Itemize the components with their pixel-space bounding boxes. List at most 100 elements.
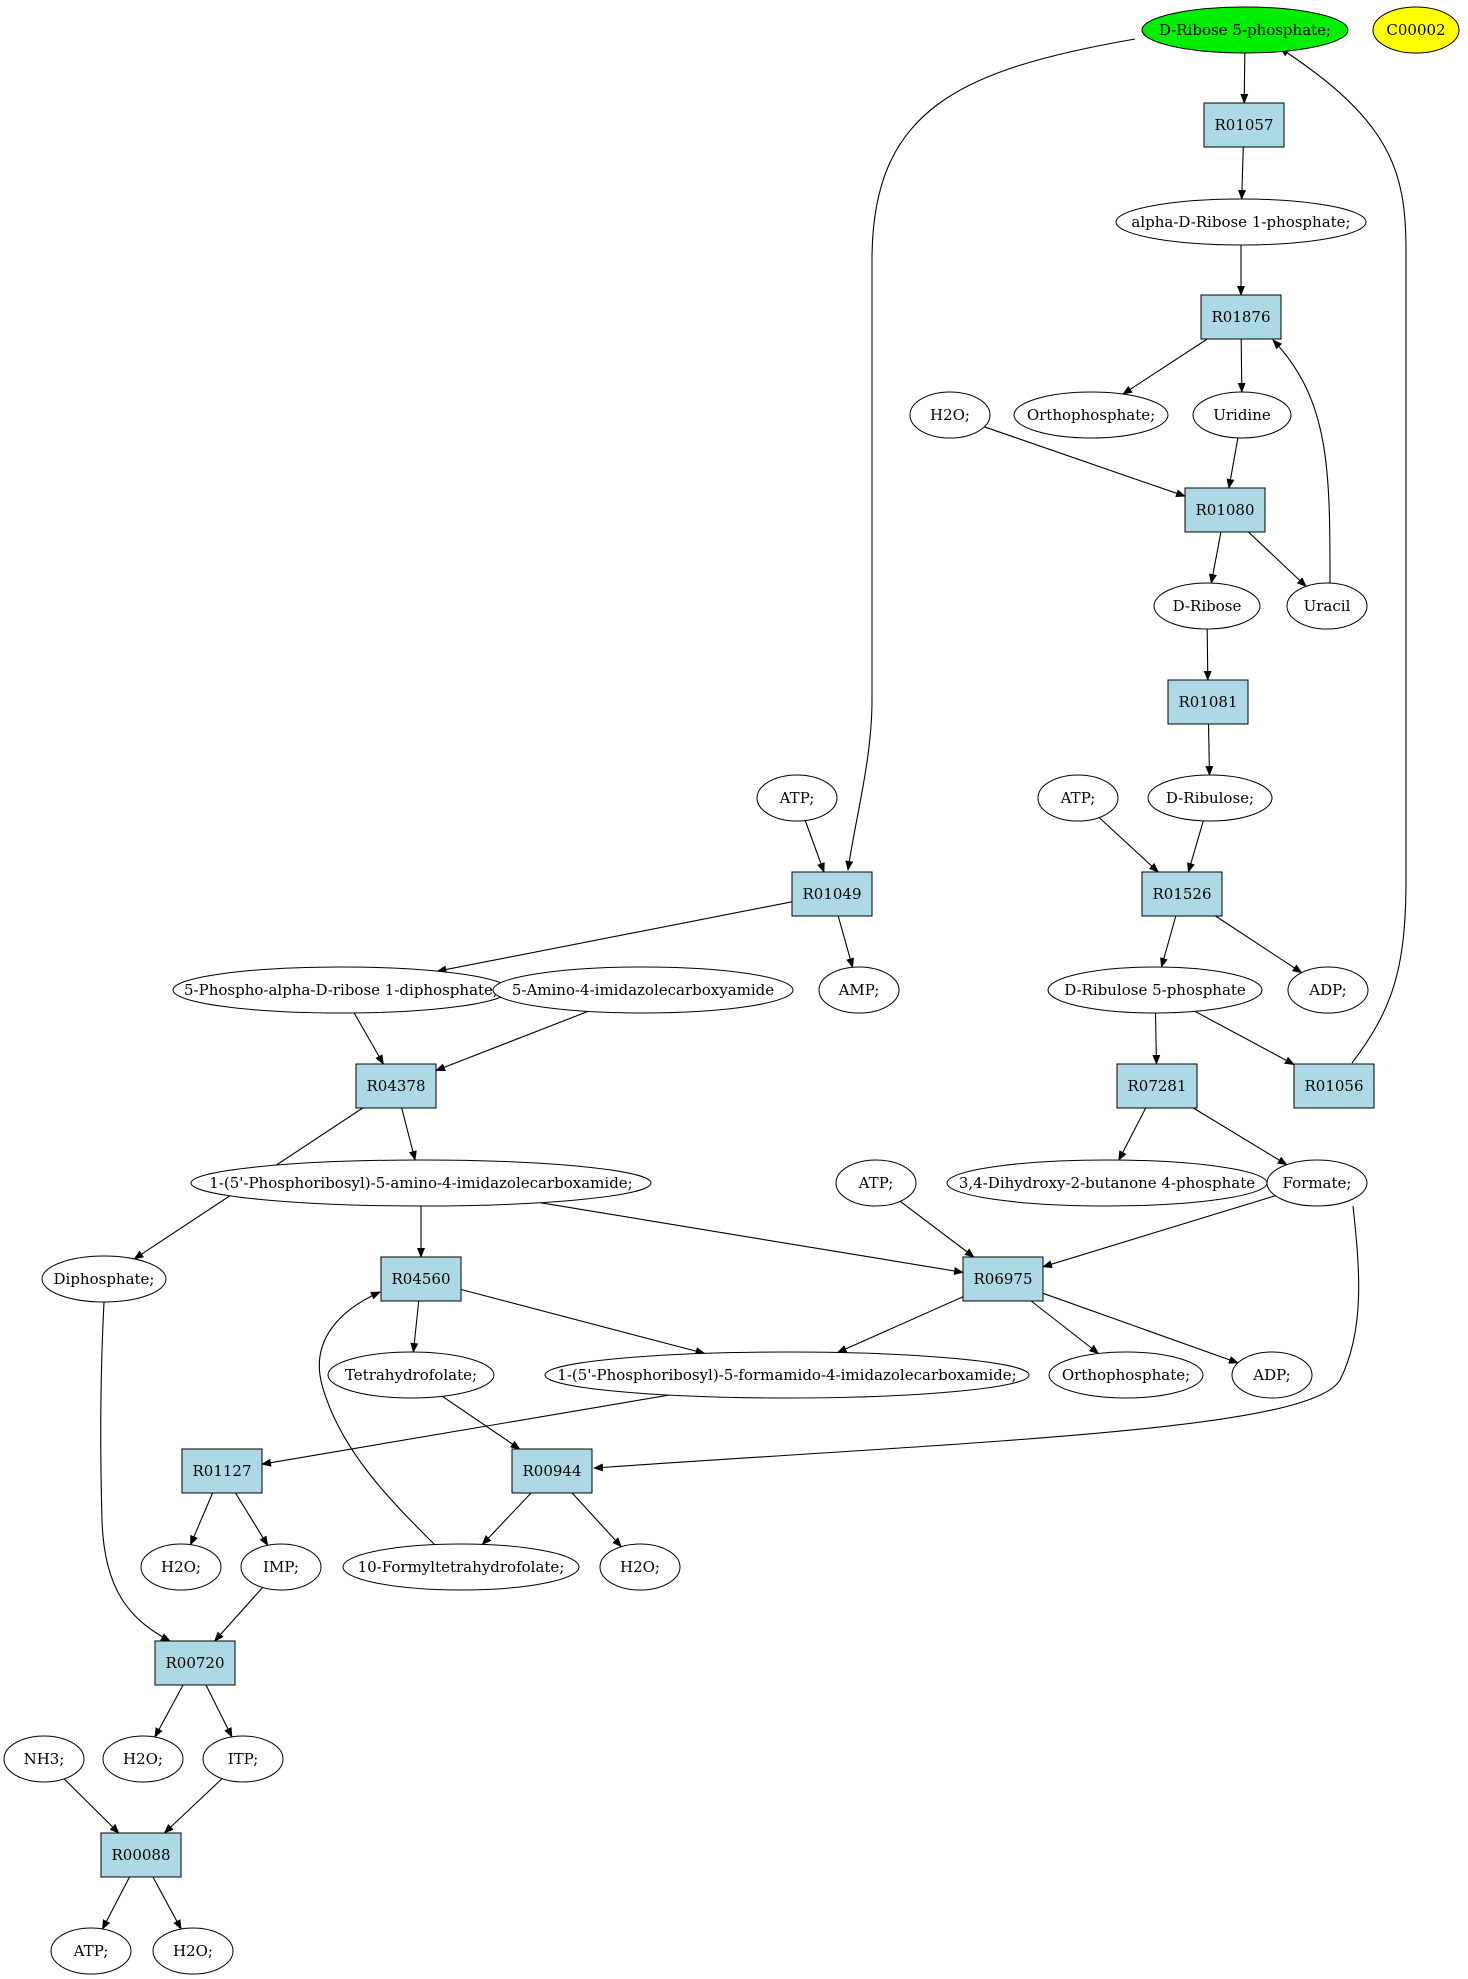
reaction-node-r00720[interactable]: R00720 <box>154 1640 236 1686</box>
reaction-box <box>1167 679 1249 725</box>
compound-node-uracil[interactable]: Uracil <box>1286 582 1368 630</box>
reaction-node-r01526[interactable]: R01526 <box>1141 871 1223 917</box>
compound-ellipse <box>102 1735 184 1783</box>
reaction-node-r00088[interactable]: R00088 <box>100 1832 182 1878</box>
reaction-box <box>181 1448 263 1494</box>
node-label: R01081 <box>1178 693 1237 711</box>
reaction-node-r04560[interactable]: R04560 <box>380 1256 462 1302</box>
compound-ellipse <box>1372 6 1460 54</box>
compound-node-d_ribulose_5p[interactable]: D-Ribulose 5-phosphate <box>1047 966 1263 1014</box>
compound-node-atp_2[interactable]: ATP; <box>1037 774 1119 822</box>
compound-node-uridine[interactable]: Uridine <box>1192 391 1292 439</box>
node-label: 5-Amino-4-imidazolecarboxyamide <box>512 981 774 999</box>
reaction-node-r00944[interactable]: R00944 <box>511 1448 593 1494</box>
edge-r01056-to-d_ribose_5p <box>1279 47 1407 1064</box>
compound-node-c00002[interactable]: C00002 <box>1372 6 1460 54</box>
compound-node-a_d_ribose_1p[interactable]: alpha-D-Ribose 1-phosphate; <box>1115 198 1367 246</box>
edge-r01049-to-prpp <box>436 901 793 974</box>
reaction-node-r01049[interactable]: R01049 <box>791 871 873 917</box>
node-label: R04378 <box>366 1077 425 1095</box>
compound-node-itp[interactable]: ITP; <box>202 1735 284 1783</box>
compound-ellipse <box>1141 6 1349 54</box>
compound-node-formyl_thf[interactable]: 10-Formyltetrahydrofolate; <box>342 1543 580 1591</box>
compound-ellipse <box>1047 966 1263 1014</box>
compound-node-dhbp[interactable]: 3,4-Dihydroxy-2-butanone 4-phosphate <box>946 1159 1268 1207</box>
reaction-node-r01056[interactable]: R01056 <box>1293 1063 1375 1109</box>
compound-node-atp_1[interactable]: ATP; <box>756 774 838 822</box>
node-label: alpha-D-Ribose 1-phosphate; <box>1131 213 1350 231</box>
reaction-box <box>1184 487 1266 533</box>
node-label: R01526 <box>1152 885 1211 903</box>
edge-r04560-to-faicar <box>460 1288 706 1355</box>
edge-d_ribulose_5p-to-r07281 <box>1152 1012 1161 1065</box>
compound-node-h2o_5[interactable]: H2O; <box>152 1927 234 1975</box>
compound-ellipse <box>1192 391 1292 439</box>
reaction-node-r01876[interactable]: R01876 <box>1200 294 1282 340</box>
edge-r00088-to-h2o_5 <box>152 1876 182 1930</box>
compound-node-thf[interactable]: Tetrahydrofolate; <box>327 1351 495 1399</box>
node-label: H2O; <box>930 406 970 424</box>
edge-itp-to-r00088 <box>163 1778 223 1834</box>
compound-node-imp[interactable]: IMP; <box>240 1543 322 1591</box>
compound-node-d_ribulose[interactable]: D-Ribulose; <box>1147 774 1273 822</box>
compound-ellipse <box>3 1735 85 1783</box>
edge-r01876-to-orthophosphate_1 <box>1122 338 1208 395</box>
node-label: ADP; <box>1308 981 1346 999</box>
compound-node-aica[interactable]: 5-Amino-4-imidazolecarboxyamide <box>492 966 794 1014</box>
edge-r01057-to-a_d_ribose_1p <box>1237 146 1246 200</box>
reaction-node-r04378[interactable]: R04378 <box>355 1063 437 1109</box>
reaction-box <box>1293 1063 1375 1109</box>
compound-node-faicar[interactable]: 1-(5'-Phosphoribosyl)-5-formamido-4-imid… <box>544 1351 1030 1399</box>
edge-prpp-to-r04378 <box>353 1012 384 1065</box>
reaction-node-r01127[interactable]: R01127 <box>181 1448 263 1494</box>
compound-node-h2o_2[interactable]: H2O; <box>140 1543 222 1591</box>
edge-r01127-to-h2o_2 <box>189 1492 214 1546</box>
compound-node-atp_3[interactable]: ATP; <box>835 1159 917 1207</box>
edge-r04378-to-aicar <box>401 1107 417 1161</box>
edge-d_ribose_5p-to-r01057 <box>1240 52 1249 104</box>
compound-ellipse <box>756 774 838 822</box>
compound-node-d_ribose[interactable]: D-Ribose <box>1153 582 1261 630</box>
compound-node-amp[interactable]: AMP; <box>818 966 900 1014</box>
compound-node-nh3[interactable]: NH3; <box>3 1735 85 1783</box>
compound-node-orthophosphate_2[interactable]: Orthophosphate; <box>1048 1351 1204 1399</box>
node-label: 3,4-Dihydroxy-2-butanone 4-phosphate <box>959 1174 1255 1192</box>
reaction-node-r06975[interactable]: R06975 <box>962 1256 1044 1302</box>
compound-node-d_ribose_5p[interactable]: D-Ribose 5-phosphate; <box>1141 6 1349 54</box>
node-label: R01876 <box>1211 308 1270 326</box>
reaction-node-r01080[interactable]: R01080 <box>1184 487 1266 533</box>
compound-ellipse <box>1037 774 1119 822</box>
compound-ellipse <box>1153 582 1261 630</box>
edge-uridine-to-r01080 <box>1226 437 1239 489</box>
node-label: C00002 <box>1386 21 1445 39</box>
compound-node-diphosphate[interactable]: Diphosphate; <box>41 1255 167 1303</box>
compound-node-atp_4[interactable]: ATP; <box>50 1927 132 1975</box>
reaction-node-r01081[interactable]: R01081 <box>1167 679 1249 725</box>
compound-ellipse <box>190 1159 652 1207</box>
reaction-node-r07281[interactable]: R07281 <box>1116 1063 1198 1109</box>
compound-node-h2o_3[interactable]: H2O; <box>599 1543 681 1591</box>
compound-node-h2o_1[interactable]: H2O; <box>909 391 991 439</box>
compound-node-formate[interactable]: Formate; <box>1266 1159 1368 1207</box>
compound-node-aicar[interactable]: 1-(5'-Phosphoribosyl)-5-amino-4-imidazol… <box>190 1159 652 1207</box>
compound-node-h2o_4[interactable]: H2O; <box>102 1735 184 1783</box>
compound-node-adp_1[interactable]: ADP; <box>1287 966 1369 1014</box>
edge-r07281-to-dhbp <box>1118 1107 1147 1161</box>
reaction-node-r01057[interactable]: R01057 <box>1203 102 1285 148</box>
compound-ellipse <box>202 1735 284 1783</box>
edge-d_ribulose_5p-to-r01056 <box>1194 1010 1295 1065</box>
edge-imp-to-r00720 <box>214 1587 264 1642</box>
node-label: Orthophosphate; <box>1062 1366 1190 1384</box>
edge-r00944-to-formyl_thf <box>481 1492 532 1546</box>
reaction-box <box>154 1640 236 1686</box>
edge-r06975-to-adp_2 <box>1042 1292 1239 1364</box>
edge-r01049-to-amp <box>837 915 855 969</box>
reaction-box <box>511 1448 593 1494</box>
reaction-box <box>355 1063 437 1109</box>
compound-node-orthophosphate_1[interactable]: Orthophosphate; <box>1013 391 1169 439</box>
compound-node-adp_2[interactable]: ADP; <box>1231 1351 1313 1399</box>
compound-node-prpp[interactable]: 5-Phospho-alpha-D-ribose 1-diphosphate; <box>172 966 510 1014</box>
compound-ellipse <box>1048 1351 1204 1399</box>
edge-r01081-to-d_ribulose <box>1205 723 1214 776</box>
